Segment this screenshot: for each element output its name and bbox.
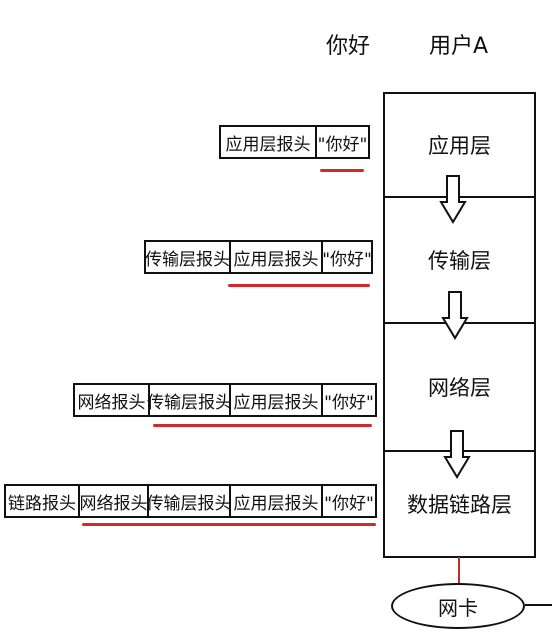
underline xyxy=(228,284,370,287)
layer-transport-label: 传输层 xyxy=(428,249,491,273)
network-header-box: 网络报头 xyxy=(73,383,150,417)
payload-box: "你好" xyxy=(321,484,377,518)
payload-box: "你好" xyxy=(315,125,370,159)
layer-application-label: 应用层 xyxy=(428,134,491,158)
message-label: 你好 xyxy=(326,34,371,59)
network-card-ellipse: 网卡 xyxy=(391,583,525,629)
transport-header-box: 传输层报头 xyxy=(147,383,232,417)
application-header-box: 应用层报头 xyxy=(229,240,323,274)
layer-data-link-label: 数据链路层 xyxy=(407,493,512,517)
payload-box: "你好" xyxy=(321,240,373,274)
down-arrow-icon xyxy=(441,291,469,340)
underline xyxy=(320,169,364,172)
application-header-box: 应用层报头 xyxy=(229,383,323,417)
down-arrow-icon xyxy=(439,175,467,224)
payload-box: "你好" xyxy=(321,383,377,417)
down-arrow-icon xyxy=(443,430,471,479)
link-header-box: 链路报头 xyxy=(4,484,80,518)
transport-header-box: 传输层报头 xyxy=(144,240,231,274)
underline xyxy=(82,523,376,526)
wire-connector xyxy=(525,604,552,606)
user-label: 用户A xyxy=(429,34,489,59)
wire-connector xyxy=(458,557,460,584)
application-header-box: 应用层报头 xyxy=(229,484,323,518)
transport-header-box: 传输层报头 xyxy=(147,484,232,518)
application-header-box: 应用层报头 xyxy=(219,125,317,159)
network-card-label: 网卡 xyxy=(438,595,478,620)
layer-network-label: 网络层 xyxy=(428,376,491,400)
network-header-box: 网络报头 xyxy=(78,484,149,518)
underline xyxy=(153,424,372,427)
